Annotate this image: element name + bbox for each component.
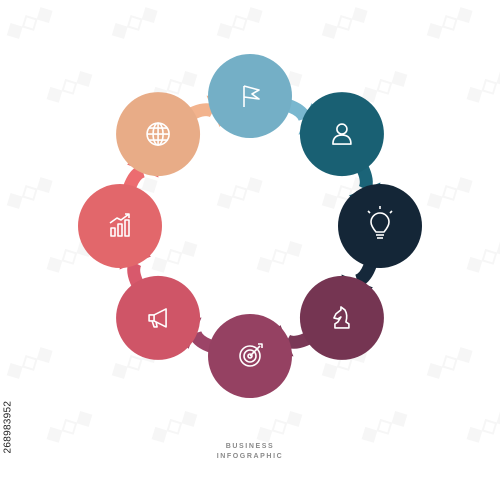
watermark-mark: ◆◇◆: [249, 232, 307, 279]
step-circle: [338, 184, 422, 268]
watermark-mark: ◆◇◆: [210, 168, 268, 215]
watermark-mark: ◆◇◆: [105, 0, 163, 45]
cycle-step-1: [208, 54, 292, 138]
bar-chart-icon: [109, 213, 130, 237]
watermark-mark: ◆◇◆: [0, 168, 58, 215]
step-shade: [338, 184, 422, 268]
megaphone-icon: [148, 308, 167, 328]
footer-title: BUSINESS INFOGRAPHIC: [0, 442, 500, 462]
cycle-step-5: [208, 314, 292, 398]
footer-line-1: BUSINESS: [225, 443, 275, 450]
target-icon: [239, 343, 263, 367]
step-circle: [208, 54, 292, 138]
watermark-mark: ◆◇◆: [420, 0, 478, 45]
watermark-mark: ◆◇◆: [0, 338, 58, 385]
watermark-mark: ◆◇◆: [459, 232, 500, 279]
chess-knight-icon: [333, 306, 350, 329]
watermark-mark: ◆◇◆: [0, 0, 58, 45]
cycle-nodes: [78, 54, 422, 398]
step-circle: [299, 275, 384, 360]
stock-image-id: 268983952: [2, 400, 14, 454]
step-shade: [78, 184, 162, 268]
lightbulb-icon: [367, 206, 393, 239]
flag-icon: [243, 85, 260, 107]
step-shade: [208, 54, 292, 138]
cycle-step-4: [299, 275, 384, 360]
watermark-mark: ◆◇◆: [39, 62, 97, 109]
user-icon: [332, 123, 352, 145]
step-circle: [78, 184, 162, 268]
step-shade: [116, 275, 201, 360]
watermark-mark: ◆◇◆: [459, 62, 500, 109]
cycle-step-8: [116, 92, 201, 177]
watermark-mark: ◆◇◆: [210, 0, 268, 45]
cycle-step-7: [78, 184, 162, 268]
watermark-mark: ◆◇◆: [315, 0, 373, 45]
step-circle: [116, 275, 201, 360]
watermark-mark: ◆◇◆: [420, 168, 478, 215]
cycle-step-3: [338, 184, 422, 268]
cycle-step-6: [116, 275, 201, 360]
step-shade: [299, 275, 384, 360]
globe-icon: [146, 122, 170, 146]
footer-line-2: INFOGRAPHIC: [216, 453, 284, 460]
watermark-mark: ◆◇◆: [420, 338, 478, 385]
cycle-step-2: [299, 92, 384, 177]
